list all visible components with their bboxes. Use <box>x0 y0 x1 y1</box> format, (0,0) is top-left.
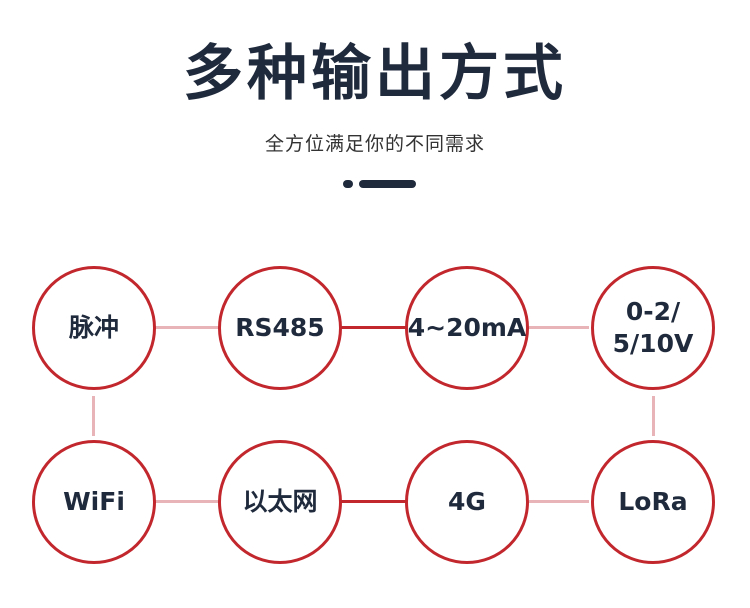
output-ethernet-label: 以太网 <box>242 487 318 516</box>
output-pulse: 脉冲 <box>32 266 156 390</box>
output-4-20ma: 4~20mA <box>405 266 529 390</box>
output-rs485-label: RS485 <box>235 313 325 342</box>
connector-pulse-rs485 <box>155 326 220 329</box>
divider-dot <box>343 180 353 188</box>
output-wifi: WiFi <box>32 440 156 564</box>
output-lora-label: LoRa <box>618 487 688 516</box>
output-4g: 4G <box>405 440 529 564</box>
output-lora: LoRa <box>591 440 715 564</box>
connector-ethernet-4g <box>341 500 407 503</box>
page-subtitle: 全方位满足你的不同需求 <box>264 133 485 155</box>
page-title: 多种输出方式 <box>183 39 567 109</box>
connector-4-20ma-voltage <box>529 326 589 329</box>
output-pulse-label: 脉冲 <box>68 313 119 342</box>
output-rs485: RS485 <box>218 266 342 390</box>
output-4-20ma-label: 4~20mA <box>407 313 527 342</box>
connector-wifi-ethernet <box>155 500 220 503</box>
connector-voltage-lora <box>652 396 655 436</box>
output-wifi-label: WiFi <box>63 487 125 516</box>
output-ethernet: 以太网 <box>218 440 342 564</box>
output-voltage: 0-2/ 5/10V <box>591 266 715 390</box>
connector-rs485-4-20ma <box>341 326 407 329</box>
connector-pulse-wifi <box>92 396 95 436</box>
connector-4g-lora <box>529 500 589 503</box>
output-4g-label: 4G <box>448 487 486 516</box>
output-voltage-label: 0-2/ 5/10V <box>612 297 694 358</box>
divider-bar <box>359 180 416 188</box>
